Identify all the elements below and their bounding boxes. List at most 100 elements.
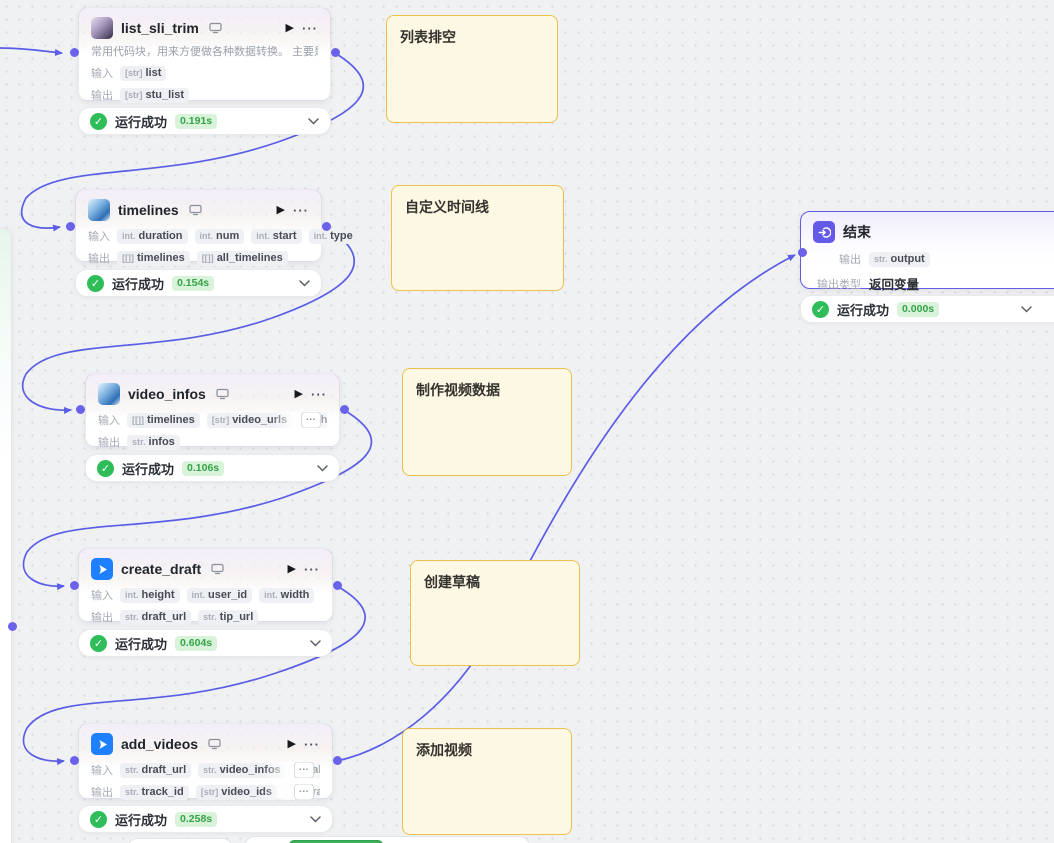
port-offscreen-node[interactable] bbox=[8, 622, 17, 631]
note-custom-timeline[interactable]: 自定义时间线 bbox=[391, 185, 564, 291]
status-text: 运行成功 bbox=[115, 114, 168, 130]
param-badge: int.height bbox=[120, 587, 180, 603]
success-check-icon: ✓ bbox=[90, 810, 107, 828]
output-type-label: 输出类型 bbox=[817, 278, 861, 291]
output-label: 输出 bbox=[91, 90, 113, 102]
param-badge: [[]]all_timelines bbox=[196, 250, 288, 266]
port-input-video-infos[interactable] bbox=[76, 405, 85, 414]
node-timelines[interactable]: timelines ▶ ··· 输入 int.duration int.num … bbox=[75, 189, 358, 266]
port-output-create-draft[interactable] bbox=[333, 581, 342, 590]
node-more-button[interactable]: ··· bbox=[302, 20, 318, 36]
status-text: 运行成功 bbox=[837, 302, 890, 318]
port-output-list-sli-trim[interactable] bbox=[331, 48, 340, 57]
success-check-icon: ✓ bbox=[90, 634, 107, 652]
run-node-button[interactable]: ▶ bbox=[285, 21, 294, 34]
duration-badge: 0.191s bbox=[175, 113, 218, 129]
run-node-button[interactable]: ▶ bbox=[276, 203, 285, 216]
port-input-end[interactable] bbox=[798, 248, 807, 257]
param-badge: str.track_id bbox=[120, 784, 189, 800]
node-video-infos[interactable]: video_infos ▶ ··· 输入 [[]]timelines [str]… bbox=[85, 373, 340, 450]
more-params-badge[interactable]: ··· bbox=[294, 762, 314, 778]
node-list-sli-trim[interactable]: list_sli_trim ▶ ··· 常用代码块，用来方便做各种数据转换。 主… bbox=[78, 7, 331, 103]
offscreen-node-fragment[interactable] bbox=[0, 228, 12, 843]
more-params-badge[interactable]: ··· bbox=[294, 784, 314, 800]
port-input-create-draft[interactable] bbox=[70, 581, 79, 590]
input-label: 输入 bbox=[91, 68, 113, 80]
edge-video-infos-to-create-draft bbox=[22, 409, 373, 591]
param-badge: [[]]timelines bbox=[117, 250, 190, 266]
status-bar-list-sli-trim[interactable]: ✓ 运行成功 0.191s bbox=[78, 107, 331, 135]
param-badge: int.width bbox=[259, 587, 315, 603]
output-type-value: 返回变量 bbox=[869, 278, 920, 292]
chevron-down-icon[interactable] bbox=[310, 639, 321, 647]
node-end[interactable]: 结束 输出 str.output 输出类型 返回变量 bbox=[800, 211, 1054, 292]
run-node-button[interactable]: ▶ bbox=[287, 737, 296, 750]
param-badge: int.num bbox=[194, 228, 245, 244]
node-more-button[interactable]: ··· bbox=[293, 202, 309, 218]
param-badge: [str]stu_list bbox=[120, 87, 190, 103]
port-output-timelines[interactable] bbox=[322, 222, 331, 231]
output-label: 输出 bbox=[98, 437, 120, 449]
duration-badge: 0.258s bbox=[175, 811, 218, 827]
note-title: 列表排空 bbox=[400, 29, 456, 45]
status-bar-timelines[interactable]: ✓ 运行成功 0.154s bbox=[75, 269, 322, 297]
note-list-empty[interactable]: 列表排空 bbox=[386, 15, 558, 123]
success-check-icon: ✓ bbox=[90, 112, 107, 130]
param-badge: int.user_id bbox=[186, 587, 253, 603]
edge-add-videos-to-end bbox=[336, 254, 796, 762]
code-node-icon bbox=[88, 199, 110, 221]
input-label: 输入 bbox=[88, 231, 110, 243]
status-bar-add-videos[interactable]: ✓ 运行成功 0.258s bbox=[78, 805, 333, 833]
monitor-icon bbox=[211, 563, 224, 575]
node-description: 常用代码块，用来方便做各种数据转换。 主要是提取列表和列… bbox=[91, 46, 318, 58]
node-more-button[interactable]: ··· bbox=[311, 386, 327, 402]
port-output-video-infos[interactable] bbox=[340, 405, 349, 414]
port-input-timelines[interactable] bbox=[66, 222, 75, 231]
edge-timelines-to-video-infos bbox=[21, 226, 356, 414]
chevron-down-icon[interactable] bbox=[310, 815, 321, 823]
duration-badge: 0.604s bbox=[175, 635, 218, 651]
status-bar-create-draft[interactable]: ✓ 运行成功 0.604s bbox=[78, 629, 333, 657]
output-label: 输出 bbox=[91, 612, 113, 624]
node-title: add_videos bbox=[121, 736, 199, 752]
input-label: 输入 bbox=[91, 765, 113, 777]
edge-list-to-timelines bbox=[20, 52, 365, 232]
video-editor-icon bbox=[91, 558, 113, 580]
chevron-down-icon[interactable] bbox=[299, 279, 310, 287]
param-badge: int.type bbox=[308, 228, 358, 244]
param-badge: int.start bbox=[251, 228, 302, 244]
chevron-down-icon[interactable] bbox=[1021, 305, 1032, 313]
port-input-add-videos[interactable] bbox=[70, 756, 79, 765]
port-output-add-videos[interactable] bbox=[333, 756, 342, 765]
output-label: 输出 bbox=[839, 254, 861, 266]
chevron-down-icon[interactable] bbox=[308, 117, 319, 125]
status-text: 运行成功 bbox=[115, 812, 168, 828]
note-make-video-data[interactable]: 制作视频数据 bbox=[402, 368, 572, 476]
end-node-icon bbox=[813, 221, 835, 243]
more-params-badge[interactable]: ··· bbox=[301, 412, 321, 428]
offscreen-bottom-card-fragment bbox=[128, 838, 232, 843]
node-more-button[interactable]: ··· bbox=[304, 561, 320, 577]
run-node-button[interactable]: ▶ bbox=[287, 562, 296, 575]
port-input-list-sli-trim[interactable] bbox=[70, 48, 79, 57]
output-label: 输出 bbox=[88, 253, 110, 265]
note-title: 创建草稿 bbox=[424, 574, 480, 590]
input-label: 输入 bbox=[91, 590, 113, 602]
chevron-down-icon[interactable] bbox=[317, 464, 328, 472]
status-bar-video-infos[interactable]: ✓ 运行成功 0.106s bbox=[85, 454, 340, 482]
note-title: 自定义时间线 bbox=[405, 199, 489, 215]
node-add-videos[interactable]: add_videos ▶ ··· 输入 str.draft_url str.vi… bbox=[78, 723, 333, 800]
run-node-button[interactable]: ▶ bbox=[294, 387, 303, 400]
note-title: 制作视频数据 bbox=[416, 382, 500, 398]
success-check-icon: ✓ bbox=[97, 459, 114, 477]
note-create-draft[interactable]: 创建草稿 bbox=[410, 560, 580, 666]
node-title: video_infos bbox=[128, 386, 206, 402]
node-create-draft[interactable]: create_draft ▶ ··· 输入 int.height int.use… bbox=[78, 548, 333, 625]
duration-badge: 0.106s bbox=[182, 460, 225, 476]
note-add-video[interactable]: 添加视频 bbox=[402, 728, 572, 835]
output-label: 输出 bbox=[91, 787, 113, 799]
param-badge: [str]video_ids bbox=[195, 784, 277, 800]
node-more-button[interactable]: ··· bbox=[304, 736, 320, 752]
status-bar-end[interactable]: ✓ 运行成功 0.000s bbox=[800, 295, 1054, 323]
